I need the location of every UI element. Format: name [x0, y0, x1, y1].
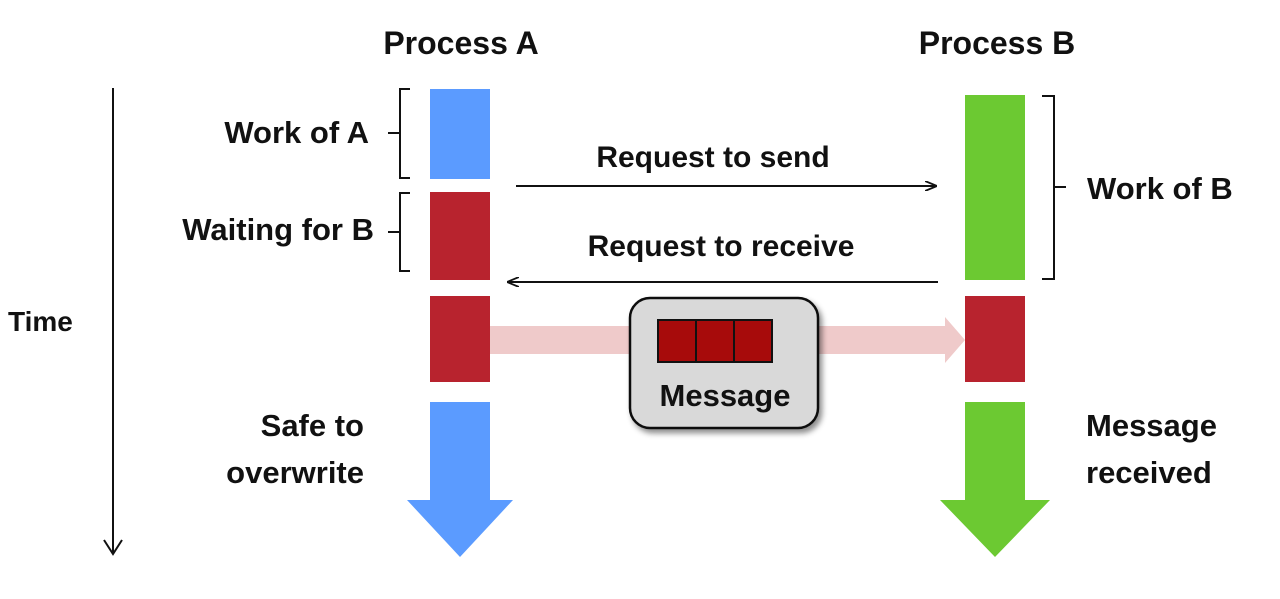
waiting-for-b-bracket — [388, 192, 410, 272]
process-b-header: Process B — [919, 25, 1076, 61]
safe-to-label: Safe to — [261, 408, 364, 443]
process-b-receive-bar — [965, 296, 1025, 382]
work-of-b-label: Work of B — [1087, 171, 1233, 206]
message-envelope: Message — [628, 296, 820, 430]
process-a-transfer-bar — [430, 296, 490, 382]
message-label: Message — [660, 378, 791, 413]
waiting-for-b-label: Waiting for B — [182, 212, 374, 247]
process-a-down-arrow — [407, 402, 513, 557]
process-b-work-bar — [965, 95, 1025, 280]
message-cells — [657, 319, 773, 363]
work-of-a-label: Work of A — [224, 115, 369, 150]
process-a-work-bar — [430, 89, 490, 179]
time-label: Time — [8, 306, 73, 337]
process-a-header: Process A — [383, 25, 538, 61]
time-axis-arrowhead — [103, 539, 123, 556]
message-received-line1: Message — [1086, 408, 1217, 443]
work-of-a-bracket — [388, 88, 410, 179]
message-cell — [657, 319, 697, 363]
request-to-send-label: Request to send — [596, 141, 829, 174]
message-cell — [695, 319, 735, 363]
request-to-receive-label: Request to receive — [588, 230, 855, 263]
work-of-b-bracket — [1042, 95, 1066, 280]
process-b-down-arrow — [940, 402, 1050, 557]
process-a-waiting-bar — [430, 192, 490, 280]
overwrite-label: overwrite — [226, 455, 364, 490]
message-received-line2: received — [1086, 455, 1212, 490]
message-cell — [733, 319, 773, 363]
